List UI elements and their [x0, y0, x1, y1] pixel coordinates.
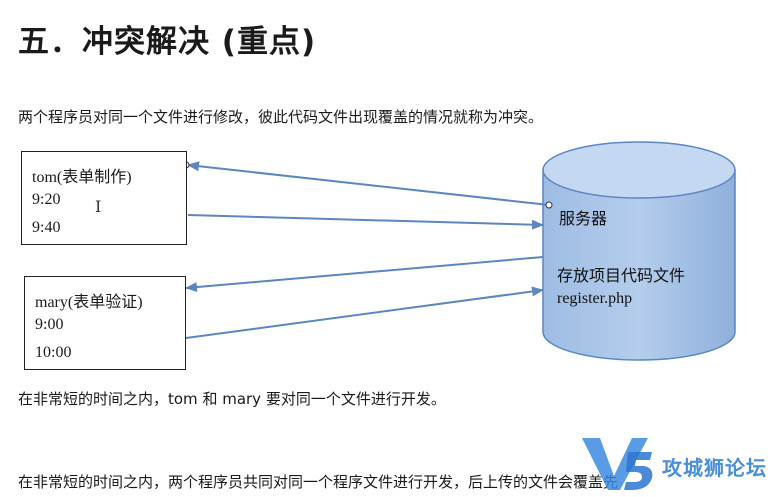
- server-title: 服务器: [559, 209, 608, 228]
- arrow-server-to-mary: [185, 256, 544, 293]
- bottom-paragraph: 在非常短的时间之内，两个程序员共同对同一个程序文件进行开发，后上传的文件会覆盖先: [18, 473, 619, 491]
- tom-time-1: 9:20: [32, 191, 61, 208]
- page-heading: 五．冲突解决 (重点): [18, 24, 317, 60]
- watermark-text: 攻城狮论坛: [662, 456, 767, 480]
- arrow-mary-to-server: [185, 286, 544, 339]
- mary-box: mary(表单验证) 9:00 10:00: [24, 276, 186, 370]
- server-cylinder-top: [542, 141, 736, 199]
- connector-handle-server[interactable]: [545, 201, 553, 209]
- server-file: register.php: [557, 290, 633, 307]
- v5-logo-icon: [582, 438, 653, 490]
- arrow-tom-to-server: [187, 214, 544, 230]
- mary-time-1: 9:00: [35, 316, 64, 333]
- tom-box: tom(表单制作) 9:20 9:40: [21, 151, 187, 245]
- short-time-note: 在非常短的时间之内，tom 和 mary 要对同一个文件进行开发。: [18, 390, 446, 408]
- tom-time-2: 9:40: [32, 219, 61, 236]
- server-cylinder-body: [542, 169, 736, 361]
- server-description: 存放项目代码文件: [557, 266, 686, 285]
- arrow-server-to-tom: [187, 161, 550, 206]
- text-cursor-icon: I: [95, 197, 102, 216]
- mary-title: mary(表单验证): [35, 294, 143, 311]
- mary-time-2: 10:00: [35, 344, 72, 361]
- intro-paragraph: 两个程序员对同一个文件进行修改，彼此代码文件出现覆盖的情况就称为冲突。: [18, 108, 544, 126]
- tom-title: tom(表单制作): [32, 169, 132, 186]
